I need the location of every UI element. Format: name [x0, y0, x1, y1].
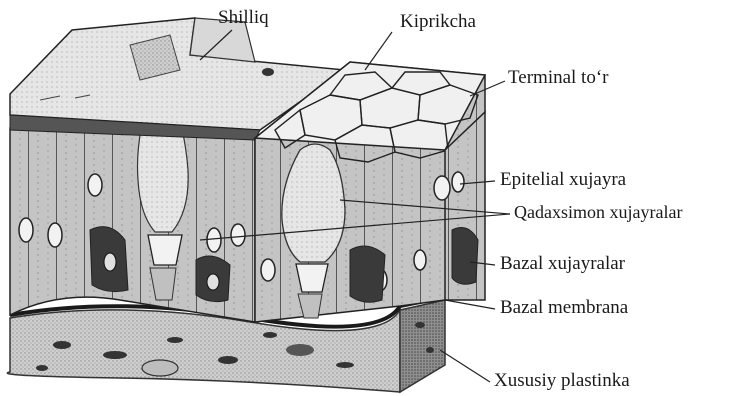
label-kiprikcha: Kiprikcha: [400, 12, 476, 31]
label-shilliq: Shilliq: [218, 8, 269, 27]
left-cell-block: [10, 128, 255, 322]
label-bazal-xujayralar: Bazal xujayralar: [500, 254, 625, 273]
label-terminal: Terminal to‘r: [508, 68, 609, 87]
label-qadaxsimon: Qadaxsimon xujayralar: [514, 203, 682, 221]
label-xususiy: Xususiy plastinka: [494, 371, 630, 390]
label-epitelial: Epitelial xujayra: [500, 170, 626, 189]
label-bazal-membrana: Bazal membrana: [500, 298, 628, 317]
